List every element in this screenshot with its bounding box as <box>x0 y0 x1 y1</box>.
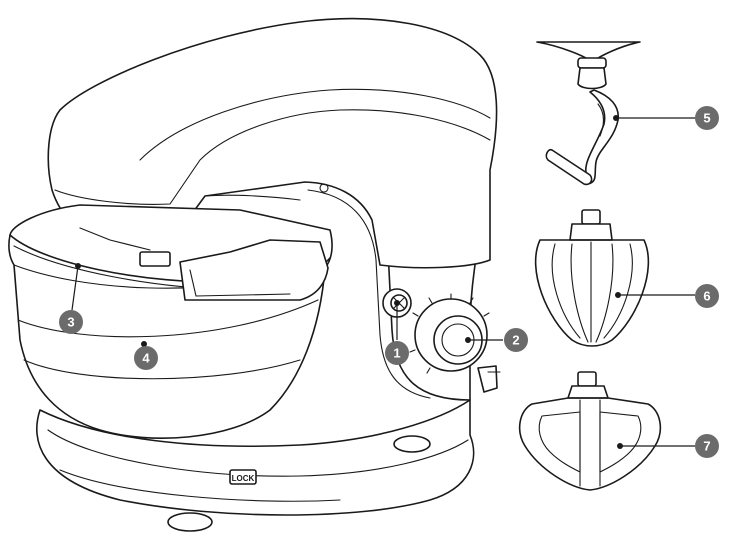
callout-2: 2 <box>465 328 528 352</box>
foot <box>393 435 431 453</box>
callout-number-4: 4 <box>142 351 150 366</box>
lock-latch: LOCK <box>229 469 257 485</box>
stand-mixer: LOCK <box>8 17 501 532</box>
tilt-lever <box>477 365 501 393</box>
callout-4: 4 <box>134 341 158 370</box>
foot <box>167 512 213 532</box>
flat-beater <box>518 371 662 491</box>
callout-number-5: 5 <box>703 111 710 126</box>
wire-whisk <box>534 209 650 347</box>
callout-3: 3 <box>59 263 83 334</box>
mixer-base: LOCK <box>36 399 475 532</box>
callout-6: 6 <box>615 284 719 308</box>
callout-1: 1 <box>385 300 409 365</box>
lock-label: LOCK <box>232 474 255 483</box>
callout-number-3: 3 <box>67 315 74 330</box>
callout-7: 7 <box>617 434 719 458</box>
callout-number-2: 2 <box>512 333 519 348</box>
callout-number-6: 6 <box>703 289 710 304</box>
callout-number-7: 7 <box>703 439 710 454</box>
callouts: 1 2 3 4 5 <box>59 106 719 458</box>
callout-5: 5 <box>613 106 719 130</box>
callout-number-1: 1 <box>393 346 400 361</box>
dough-hook <box>536 41 641 186</box>
mixing-bowl <box>8 204 333 439</box>
